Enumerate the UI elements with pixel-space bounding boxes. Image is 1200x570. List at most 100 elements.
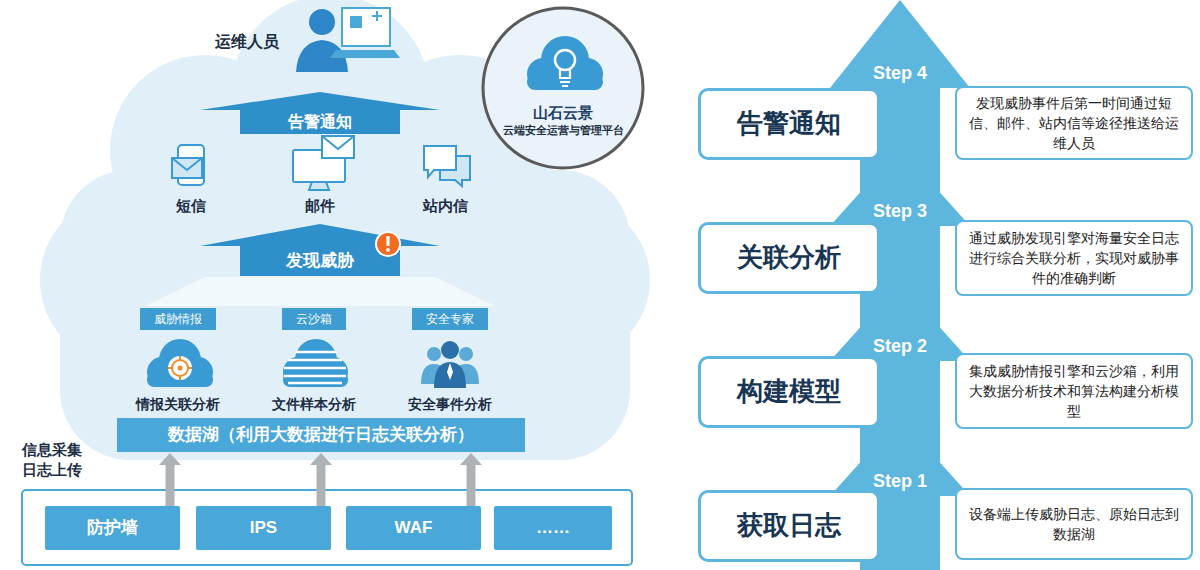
device-box: 防护墙 (45, 506, 180, 550)
step-arrow: Step 3 (830, 148, 970, 226)
mail-icon-part (309, 182, 329, 190)
step-title-box: 关联分析 (698, 222, 880, 294)
operator-icon-part (350, 16, 362, 28)
node-outline-part-part (571, 58, 603, 90)
arrow-banner: 告警通知 (200, 92, 440, 134)
box-label: 威胁情报 (154, 312, 202, 326)
box-label: 告警通知 (737, 108, 841, 139)
operator-icon-part (309, 9, 335, 35)
upload-arrow (310, 453, 332, 506)
box-label: 安全专家 (426, 312, 474, 326)
text-label: 文件样本分析 (244, 395, 384, 413)
device-box: IPS (196, 506, 331, 550)
cloud-background (40, 0, 650, 460)
tag-box: 威胁情报 (140, 308, 216, 330)
node-outline-part-part (386, 236, 389, 246)
text-label: 邮件 (250, 196, 390, 216)
node-outline-part-part (560, 70, 570, 86)
node-outline-part-part (527, 74, 603, 90)
cloud-background-part (60, 170, 630, 460)
step-arrow: Step 4 (830, 0, 970, 88)
experts-icon-part (441, 341, 459, 359)
step-description-box: 发现威胁事件后第一时间通过短信、邮件、站内信等途径推送给运维人员 (955, 86, 1193, 160)
node-outline-part-part (555, 50, 575, 70)
step-arrow: Step 1 (830, 418, 970, 496)
threat-intel-icon-part (168, 356, 192, 380)
platform-name: 山石云景 (481, 104, 645, 123)
upload-arrow-part (467, 465, 476, 506)
upload-arrow-part (166, 465, 175, 506)
step-description-box: 设备端上传威胁日志、原始日志到数据湖 (955, 488, 1193, 560)
box-label: WAF (395, 518, 433, 538)
upload-arrow-part (317, 465, 326, 506)
description-text: 通过威胁发现引擎对海量安全日志进行综合关联分析，实现对威胁事件的准确判断 (967, 228, 1181, 289)
step-arrow: Step 2 (830, 283, 970, 361)
text-label: 情报关联分析 (108, 395, 248, 413)
box-label: 告警通知 (200, 110, 440, 134)
mail-icon-part (322, 136, 354, 158)
text-label: 运维人员 (215, 32, 279, 53)
operator-icon-part (342, 8, 390, 46)
device-frame (22, 490, 632, 565)
node-outline-part (376, 232, 400, 256)
step-title-box: 构建模型 (698, 356, 880, 428)
upload-arrow-part (310, 453, 332, 465)
box-label: 关联分析 (737, 242, 841, 273)
operator-icon-part (330, 50, 400, 58)
experts-icon-part (434, 362, 466, 388)
step-title-box: 告警通知 (698, 88, 880, 160)
mail-icon (293, 136, 354, 190)
light-fan (145, 277, 495, 306)
sms-icon (172, 145, 204, 185)
upload-arrow (159, 453, 181, 506)
threat-intel-icon-part (172, 360, 188, 376)
sandbox-icon-part (283, 372, 348, 387)
step-number: Step 1 (830, 471, 970, 492)
text-label: 安全事件分析 (380, 395, 520, 413)
node-outline (481, 6, 645, 170)
experts-icon (421, 341, 479, 388)
node-outline-part-part (527, 58, 559, 90)
experts-icon-part (447, 363, 453, 380)
threat-intel-icon-part (178, 366, 183, 371)
box-label: 发现威胁 (200, 246, 440, 276)
node-outline-part (830, 418, 970, 496)
device-box: …… (494, 506, 612, 550)
operator-icon (296, 8, 400, 72)
node-outline-part (830, 0, 970, 88)
data-lake-bar: 数据湖（利用大数据进行日志关联分析） (117, 418, 525, 452)
tag-box: 安全专家 (412, 308, 488, 330)
step-number: Step 2 (830, 336, 970, 357)
node-outline-part (483, 8, 643, 168)
node-outline-part (527, 36, 603, 90)
description-text: 发现威胁事件后第一时间通过短信、邮件、站内信等途径推送给运维人员 (967, 93, 1181, 154)
sandbox-icon-part (284, 352, 346, 383)
step-number: Step 3 (830, 201, 970, 222)
box-label: IPS (250, 518, 277, 538)
node-outline-part (830, 283, 970, 361)
upload-arrow-part (460, 453, 482, 465)
box-label: 构建模型 (737, 376, 841, 407)
operator-icon-part (372, 11, 382, 21)
platform-subtitle: 云端安全运营与管理平台 (481, 124, 645, 138)
upload-arrow-part (159, 453, 181, 465)
sandbox-icon (283, 339, 348, 387)
text-label: 短信 (121, 196, 261, 216)
description-text: 集成威胁情报引擎和云沙箱，利用大数据分析技术和算法构建分析模型 (967, 361, 1181, 422)
message-icon-part (424, 146, 456, 177)
text-label: 站内信 (375, 196, 515, 216)
box-label: 云沙箱 (296, 312, 332, 326)
node-outline-part-part (386, 248, 390, 252)
step-title-box: 获取日志 (698, 490, 880, 562)
threat-intel-icon-part (168, 356, 192, 380)
platform-circle: 山石云景云端安全运营与管理平台 (481, 6, 645, 170)
device-box: WAF (346, 506, 481, 550)
sms-icon-part (172, 158, 202, 178)
box-label: 获取日志 (737, 510, 841, 541)
box-label: 数据湖（利用大数据进行日志关联分析） (168, 425, 474, 445)
description-text: 设备端上传威胁日志、原始日志到数据湖 (967, 504, 1181, 545)
threat-intel-icon (147, 339, 213, 387)
mail-icon-part (322, 136, 354, 149)
